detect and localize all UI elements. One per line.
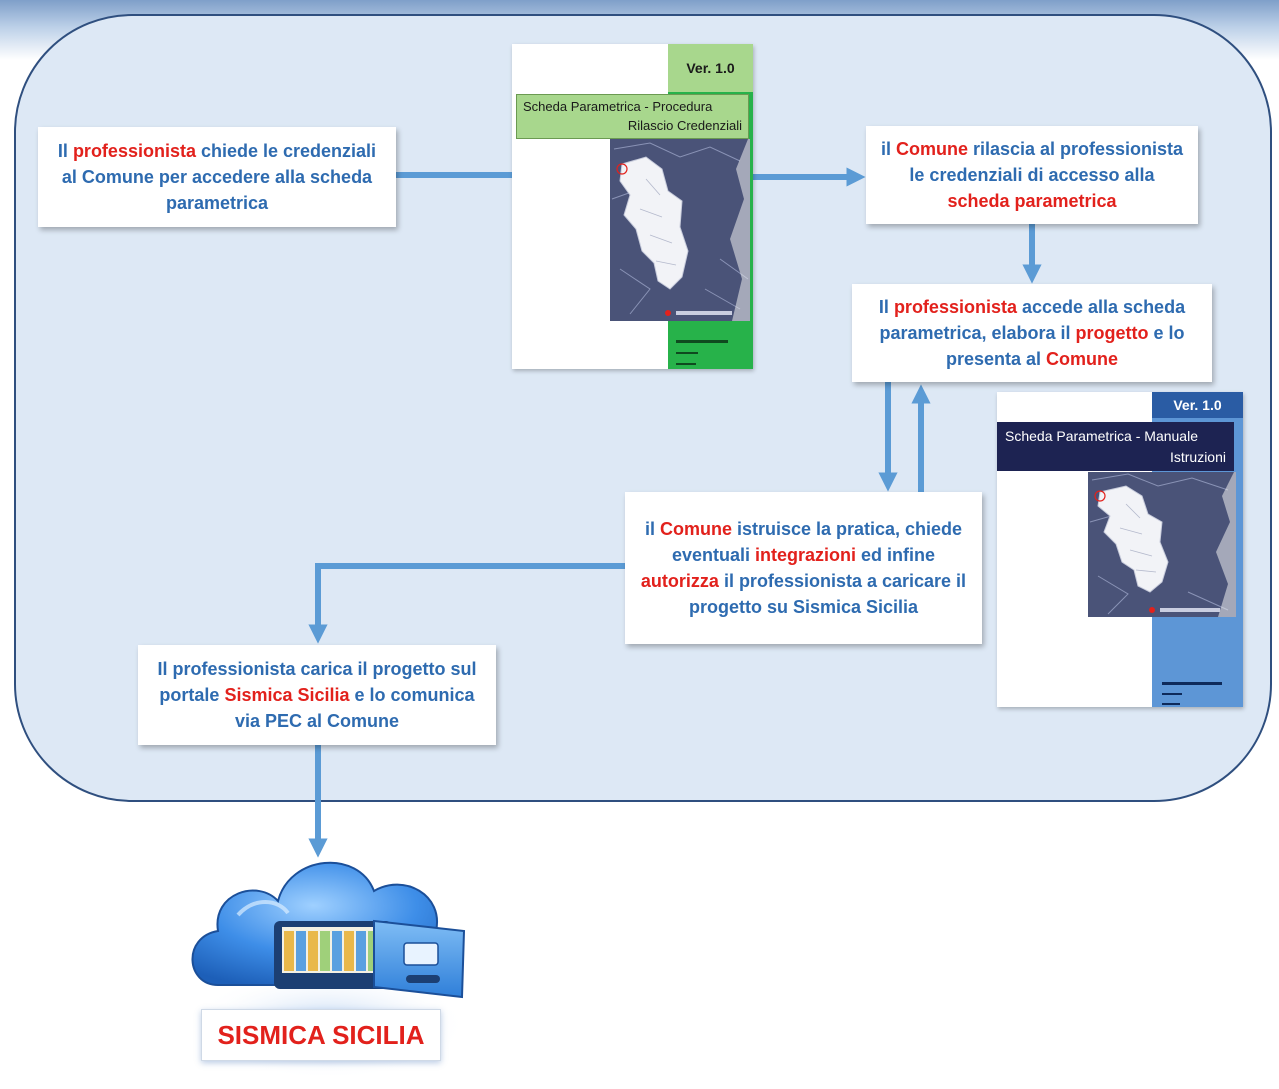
step-text-fragment: accede alla scheda parametrica, elabora … [879, 297, 1186, 343]
cover-author-placeholder [1162, 676, 1222, 705]
highlight-keyword: progetto [1075, 323, 1149, 343]
step-request-text: Il professionista chiede le credenziali … [48, 138, 386, 216]
cover-strip-header [1152, 392, 1243, 418]
map-illustration [1089, 472, 1236, 617]
cover-map-image [610, 139, 750, 321]
step-text-fragment: rilascia al professionista le credenzial… [909, 139, 1184, 185]
step-access-text: Il professionista accede alla scheda par… [862, 294, 1202, 372]
highlight-keyword: professionista [893, 297, 1017, 317]
cover-author-placeholder [676, 334, 728, 365]
step-text-fragment: ed infine [856, 545, 936, 565]
step-text-fragment: il [644, 519, 660, 539]
procedure-title: Scheda Parametrica - Procedura Rilascio … [516, 94, 749, 139]
highlight-keyword: Comune [1046, 349, 1119, 369]
step-review-authorize: il Comune istruisce la pratica, chiede e… [625, 492, 982, 644]
map-illustration [611, 139, 750, 321]
step-access-scheda: Il professionista accede alla scheda par… [852, 284, 1212, 382]
procedure-title-line2: Rilascio Credenziali [627, 118, 742, 133]
step-issue-credentials: il Comune rilascia al professionista le … [866, 126, 1198, 224]
step-review-text: il Comune istruisce la pratica, chiede e… [635, 516, 972, 620]
step-text-fragment: Il professionista carica il progetto sul… [157, 659, 477, 705]
step-text-fragment: il professionista a caricare il progetto… [688, 571, 967, 617]
arrow-review-to-upload [308, 563, 625, 644]
highlight-keyword: Comune [895, 139, 968, 159]
step-upload-project: Il professionista carica il progetto sul… [138, 645, 496, 745]
step-request-credentials: Il professionista chiede le credenziali … [38, 127, 396, 227]
step-text-fragment: istruisce la pratica, chiede eventuali [671, 519, 963, 565]
procedure-document-cover: Ver. 1.0 Scheda Parametrica - Procedura … [512, 44, 753, 369]
step-text-fragment: e lo presenta al [945, 323, 1185, 369]
step-text-fragment: e lo comunica via PEC al Comune [234, 685, 475, 731]
step-text-fragment: chiede le credenziali al Comune per acce… [61, 141, 377, 213]
cover-strip-header [668, 44, 753, 92]
step-upload-text: Il professionista carica il progetto sul… [148, 656, 486, 734]
sismica-sicilia-label: SISMICA SICILIA [201, 1009, 441, 1061]
manual-title: Scheda Parametrica - Manuale Istruzioni [997, 422, 1234, 471]
highlight-keyword: scheda parametrica [947, 191, 1117, 211]
manual-title-line1: Scheda Parametrica - Manuale [1005, 428, 1198, 444]
cover-map-image [1088, 472, 1236, 617]
manual-document-cover: Ver. 1.0 Scheda Parametrica - Manuale Is… [997, 392, 1243, 707]
highlight-keyword: professionista [72, 141, 196, 161]
step-text-fragment: Il [878, 297, 894, 317]
step-text-fragment: il [880, 139, 896, 159]
highlight-keyword: autorizza [640, 571, 719, 591]
manual-version-label: Ver. 1.0 [1173, 397, 1222, 413]
step-issue-text: il Comune rilascia al professionista le … [876, 136, 1188, 214]
step-text-fragment: Il [57, 141, 73, 161]
manual-title-line2: Istruzioni [1169, 449, 1226, 465]
highlight-keyword: Comune [659, 519, 732, 539]
highlight-keyword: integrazioni [755, 545, 857, 565]
highlight-keyword: Sismica Sicilia [224, 685, 350, 705]
procedure-title-line1: Scheda Parametrica - Procedura [523, 99, 713, 114]
procedure-version-label: Ver. 1.0 [686, 60, 735, 76]
